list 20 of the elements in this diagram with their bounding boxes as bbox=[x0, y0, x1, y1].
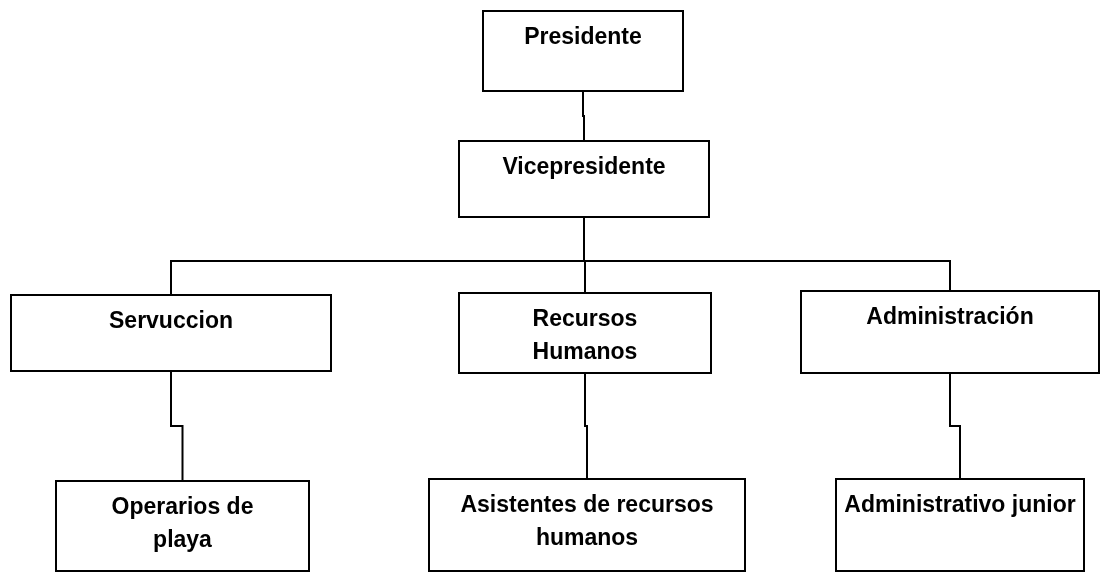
box-title: Vicepresidente bbox=[502, 152, 666, 181]
org-box bbox=[835, 478, 1085, 572]
box-title: Servuccion bbox=[109, 306, 233, 335]
org-box bbox=[800, 290, 1100, 374]
connector-line bbox=[949, 373, 961, 479]
org-box bbox=[482, 10, 684, 92]
org-box bbox=[10, 294, 332, 372]
connector-line bbox=[170, 371, 184, 481]
box-title: Administración bbox=[866, 302, 1034, 331]
box-title: Operarios de playa bbox=[110, 492, 255, 555]
box-title: Recursos Humanos bbox=[531, 304, 639, 367]
box-title: Administrativo junior bbox=[844, 490, 1076, 519]
org-box bbox=[428, 478, 746, 572]
connector-line bbox=[582, 91, 585, 141]
org-box bbox=[55, 480, 310, 572]
connector-line bbox=[584, 373, 588, 479]
org-box bbox=[458, 292, 712, 374]
org-box bbox=[458, 140, 710, 218]
box-title: Presidente bbox=[524, 22, 642, 51]
box-title: Asistentes de recursos humanos bbox=[459, 490, 715, 553]
